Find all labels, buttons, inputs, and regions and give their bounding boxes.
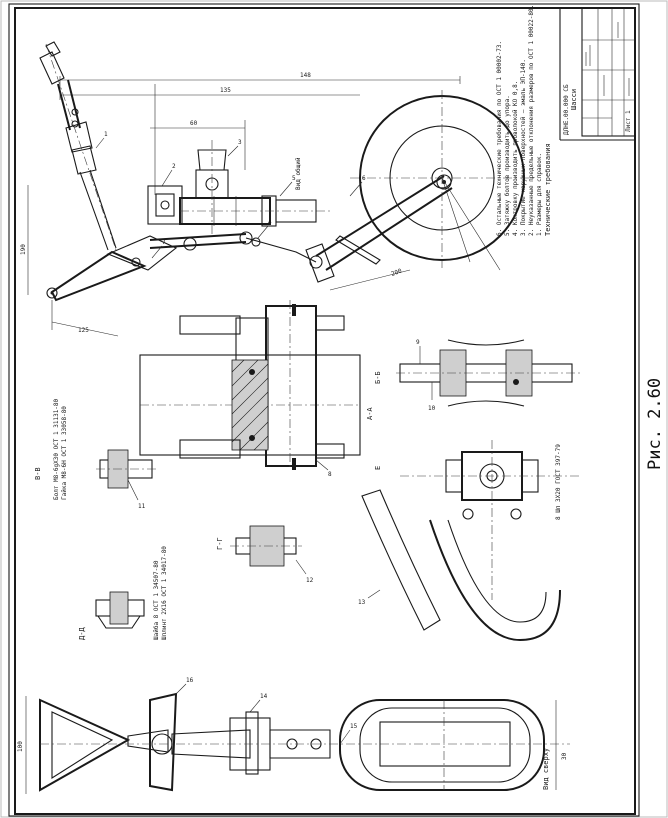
spec-note-2: Гайка М8-6H ОСТ 1 33058-80: [61, 406, 68, 500]
shock-absorber: Вид общий: [147, 140, 330, 263]
callout-4: 4: [268, 219, 272, 226]
callout-5: 5: [292, 175, 296, 182]
lower-view-label: Вид сверху: [542, 748, 550, 790]
inner-frame: [14, 7, 636, 815]
spec-note-4: Шплинт 2X16 ОСТ 1 34017-80: [161, 546, 168, 640]
view-main-label: Вид общий: [295, 157, 302, 190]
dim-lower-left: 100: [17, 741, 24, 752]
title-sheet: Лист 1: [625, 110, 632, 132]
spec-note-3: Шайба 8 ОСТ 1 34507-80: [153, 560, 160, 640]
dim-top-1: 148: [300, 72, 311, 79]
callout-9: 9: [416, 339, 420, 346]
section-DD-bolt: Д-Д Шайба 8 ОСТ 1 34507-80 Шплинт 2X16 О…: [78, 546, 168, 640]
main-wheel: [350, 90, 534, 271]
callout-2: 2: [172, 163, 176, 170]
dim-left: 190: [20, 244, 27, 255]
callout-16: 16: [186, 677, 194, 684]
callout-7: 7: [162, 239, 166, 246]
section-DD-label: Д-Д: [78, 627, 86, 640]
section-AA-label: А-А: [366, 407, 374, 420]
section-GG-fitting: Г-Г 12: [216, 525, 314, 584]
main-assembly-view: 148 135 60 125 190: [20, 41, 534, 337]
notes-line-3: 3. Покрытие наружных поверхностей — эмал…: [520, 59, 527, 236]
upper-strut: [39, 41, 117, 251]
section-BB-pin: Б-Б 9 10: [374, 339, 580, 412]
callout-10: 10: [428, 405, 436, 412]
lower-frame: 125: [46, 235, 178, 337]
lower-gear-view: 100 30 Вид сверху 14 15 16: [17, 677, 570, 794]
figure-caption: Рис. 2.60: [645, 378, 665, 470]
section-VV-bolt: В-В 11 Болт М8-6gX30 ОСТ 1 31131-80 Гайк…: [34, 398, 158, 510]
callout-14: 14: [260, 693, 268, 700]
dim-top-2: 135: [220, 87, 231, 94]
swing-arm: 200: [305, 174, 453, 291]
title-block: Шасси ДЛНЕ.00.000 СБ Лист 1: [559, 7, 636, 141]
dim-arm: 200: [390, 267, 403, 277]
callout-6: 6: [362, 175, 366, 182]
view-E-fork: Е 8 Шп 3Х20 ГОСТ 397-79 13: [358, 440, 580, 642]
notes-line-4: 4. Контровку производить проволокой КО 0…: [512, 81, 519, 236]
section-BB-label: Б-Б: [374, 371, 382, 384]
callout-11: 11: [138, 503, 146, 510]
notes-line-2: 2. Неуказанные предельные отклонения раз…: [528, 5, 535, 236]
notes-header: Технические требования: [544, 143, 552, 236]
dim-top-3: 60: [190, 120, 198, 127]
spec-note-1: Болт М8-6gX30 ОСТ 1 31131-80: [53, 398, 60, 500]
spec-note-0: 8 Шп 3Х20 ГОСТ 397-79: [555, 444, 562, 520]
callout-15: 15: [350, 723, 358, 730]
section-VV-label: В-В: [34, 467, 42, 480]
section-AA-hub: А-А 8: [139, 300, 374, 478]
callout-12: 12: [306, 577, 314, 584]
technical-notes: Технические требования 1. Размеры для сп…: [496, 5, 552, 236]
notes-line-5: 5. Затяжку болтов производить до упора.: [504, 95, 511, 236]
callout-13: 13: [358, 599, 366, 606]
notes-line-6: 6. Остальные технические требования по О…: [496, 41, 503, 236]
dim-lower-right: 30: [561, 752, 568, 760]
outer-frame: [8, 3, 640, 817]
notes-line-1: 1. Размеры для справок.: [536, 153, 543, 236]
view-E-label: Е: [374, 466, 382, 470]
title-drawing-number: ДЛНЕ.00.000 СБ: [563, 84, 570, 135]
dim-frame: 125: [78, 327, 89, 334]
callout-3: 3: [238, 139, 242, 146]
title-name: Шасси: [570, 89, 578, 110]
callout-8: 8: [328, 471, 332, 478]
callout-1: 1: [104, 131, 108, 138]
section-GG-label: Г-Г: [216, 537, 224, 550]
